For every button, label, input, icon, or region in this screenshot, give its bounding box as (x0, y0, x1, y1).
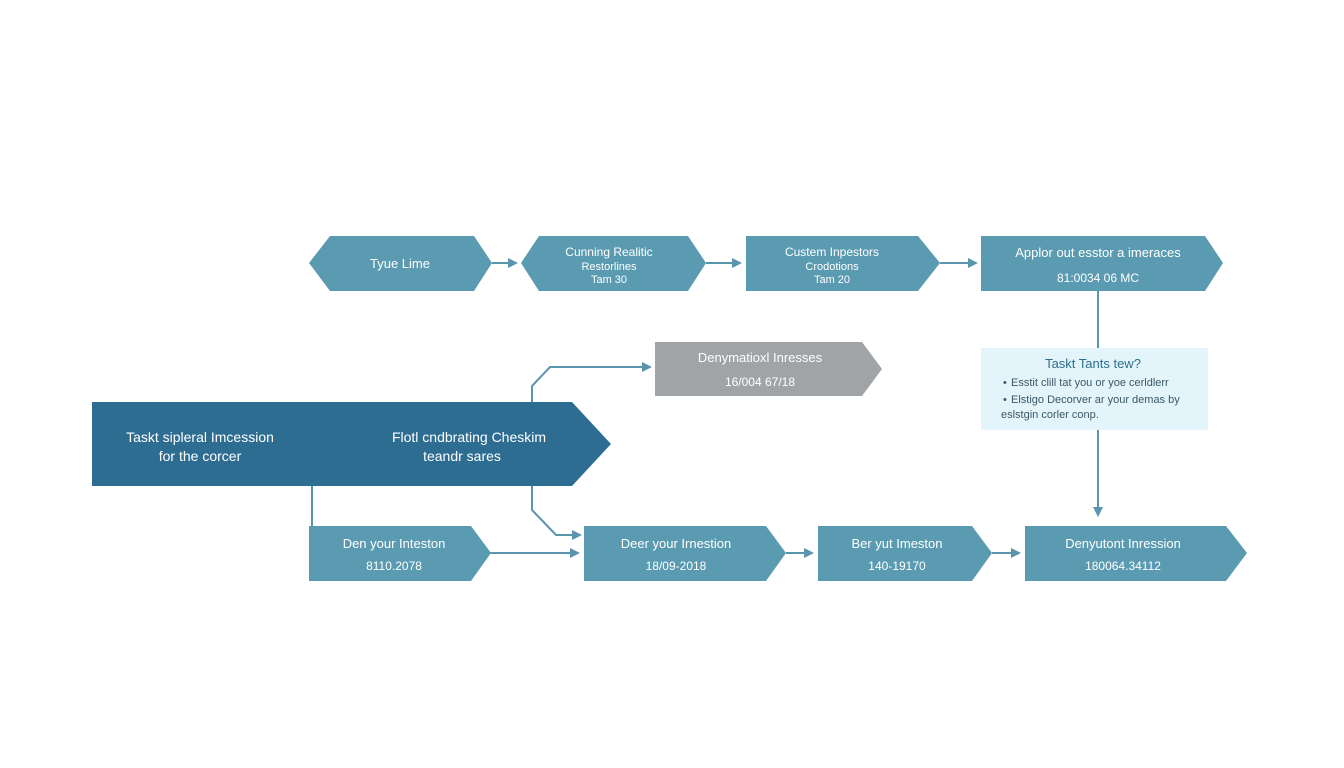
node-bottom-2-meta: 18/09-2018 (646, 559, 707, 573)
node-bottom-3: Ber yut Imeston 140-19170 (818, 526, 992, 581)
node-big-banner: Taskt sipleral Imcession for the corcer … (92, 402, 611, 486)
node-gray-title: Denymatioxl Inresses (698, 350, 823, 365)
node-top-4-meta: 81:0034 06 MC (1057, 271, 1139, 285)
connectors (311, 258, 1103, 558)
node-bottom-1-meta: 8110.2078 (366, 559, 422, 573)
node-bottom-1: Den your Inteston 8110.2078 (309, 526, 491, 581)
node-bottom-3-meta: 140-19170 (868, 559, 926, 573)
node-top-3: Custem Inpestors Crodotions Tam 20 (746, 236, 940, 291)
node-gray-meta: 16/004 67/18 (725, 375, 795, 389)
node-gray: Denymatioxl Inresses 16/004 67/18 (655, 342, 882, 396)
banner-left-line2: for the corcer (159, 448, 242, 464)
banner-right-line1: Flotl cndbrating Cheskim (392, 429, 546, 445)
callout-title: Taskt Tants tew? (1045, 356, 1141, 371)
callout-bullet-dot-2: • (1003, 394, 1007, 406)
arrow-big-to-bottom-2 (531, 486, 582, 540)
node-top-2-subtitle: Restorlines (581, 261, 637, 273)
node-top-2-title: Cunning Realitic (565, 245, 652, 259)
node-top-4-title: Applor out esstor a imeraces (1015, 245, 1181, 260)
node-bottom-4-title: Denyutont Inression (1065, 536, 1181, 551)
node-top-3-title: Custem Inpestors (785, 245, 879, 259)
node-top-3-meta: Tam 20 (814, 274, 850, 286)
node-bottom-1-title: Den your Inteston (343, 536, 446, 551)
callout-bullet-2-line1: Elstigo Decorver ar your demas by (1011, 394, 1180, 406)
node-top-1-label: Tyue Lime (370, 256, 430, 271)
banner-left-line1: Taskt sipleral Imcession (126, 429, 274, 445)
node-bottom-2: Deer your Irnestion 18/09-2018 (584, 526, 786, 581)
arrow-big-to-gray (531, 362, 652, 402)
node-top-2: Cunning Realitic Restorlines Tam 30 (521, 236, 706, 291)
callout-bullet-2-line2: eslstgin corler conp. (1001, 409, 1099, 421)
node-top-3-subtitle: Crodotions (805, 261, 859, 273)
node-top-2-meta: Tam 30 (591, 274, 627, 286)
callout-bullet-1: Esstit clill tat you or yoe cerldlerr (1011, 377, 1169, 389)
node-bottom-3-title: Ber yut Imeston (851, 536, 942, 551)
callout-bullet-dot-1: • (1003, 377, 1007, 389)
node-bottom-4-meta: 180064.34112 (1085, 559, 1161, 573)
node-bottom-2-title: Deer your Irnestion (621, 536, 732, 551)
node-bottom-4: Denyutont Inression 180064.34112 (1025, 526, 1247, 581)
node-top-1: Tyue Lime (309, 236, 492, 291)
node-top-4: Applor out esstor a imeraces 81:0034 06 … (981, 236, 1223, 291)
banner-right-line2: teandr sares (423, 448, 501, 464)
callout-box: Taskt Tants tew? • Esstit clill tat you … (981, 348, 1208, 430)
